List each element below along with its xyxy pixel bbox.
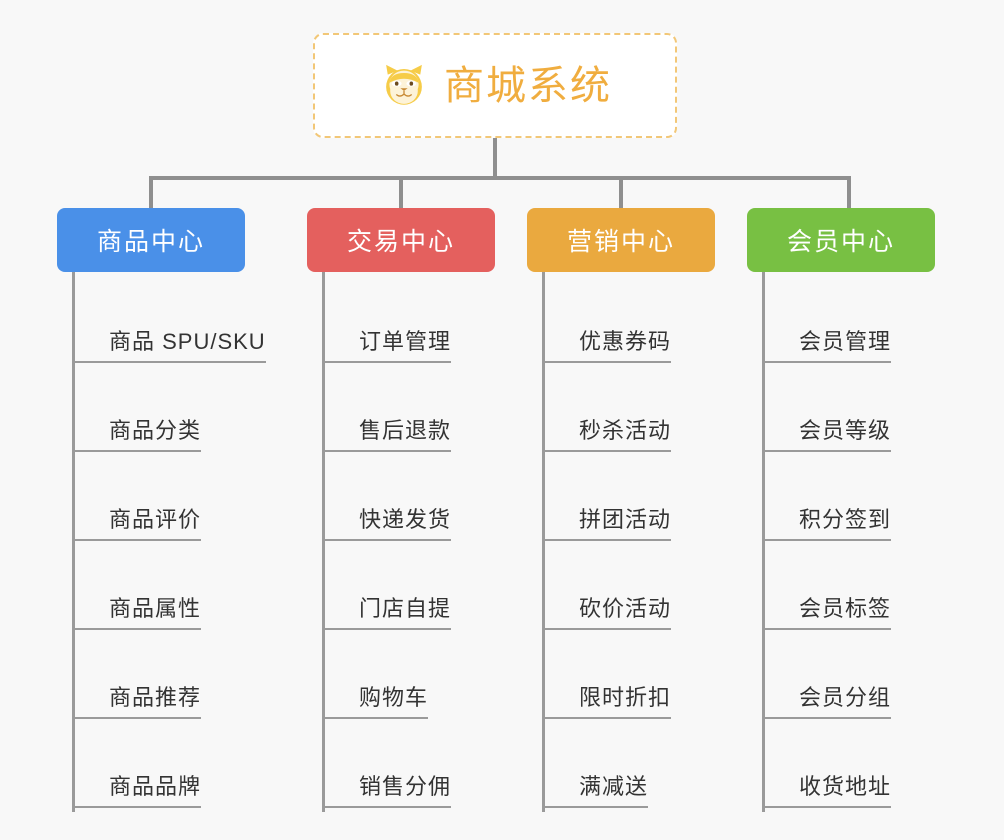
shiba-dog-face-icon: [386, 64, 422, 105]
leaf-label: 购物车: [325, 685, 429, 719]
category-header-label: 会员中心: [786, 228, 895, 256]
leaf-label: 商品品牌: [75, 774, 202, 808]
connector-drop-1: [149, 176, 153, 210]
leaf-label: 商品评价: [75, 507, 202, 541]
category-header-label: 交易中心: [346, 228, 455, 256]
list-item[interactable]: 购物车: [325, 634, 507, 723]
leaf-label: 快递发货: [325, 507, 452, 541]
list-item[interactable]: 商品评价: [75, 456, 257, 545]
leaf-label: 砍价活动: [545, 596, 672, 630]
leaf-label: 销售分佣: [325, 774, 452, 808]
list-item[interactable]: 会员标签: [765, 545, 947, 634]
leaf-label: 拼团活动: [545, 507, 672, 541]
leaf-label: 门店自提: [325, 596, 452, 630]
list-item[interactable]: 售后退款: [325, 367, 507, 456]
root-node-shop-system[interactable]: 商城系统: [313, 33, 677, 138]
category-header-trade-center[interactable]: 交易中心: [307, 208, 495, 272]
list-item[interactable]: 商品推荐: [75, 634, 257, 723]
leaf-label: 会员管理: [765, 329, 892, 363]
list-item[interactable]: 商品 SPU/SKU: [75, 278, 266, 367]
leaf-list-marketing-center: 优惠券码 秒杀活动 拼团活动 砍价活动 限时折扣 满减送: [542, 272, 727, 812]
list-item[interactable]: 秒杀活动: [545, 367, 727, 456]
leaf-label: 收货地址: [765, 774, 892, 808]
leaf-label: 满减送: [545, 774, 649, 808]
leaf-label: 优惠券码: [545, 329, 672, 363]
list-item[interactable]: 销售分佣: [325, 723, 507, 812]
leaf-label: 秒杀活动: [545, 418, 672, 452]
list-item[interactable]: 积分签到: [765, 456, 947, 545]
list-item[interactable]: 订单管理: [325, 278, 507, 367]
connector-root-stem: [493, 138, 497, 180]
category-header-label: 营销中心: [566, 228, 675, 256]
leaf-label: 商品推荐: [75, 685, 202, 719]
list-item[interactable]: 会员管理: [765, 278, 947, 367]
list-item[interactable]: 会员等级: [765, 367, 947, 456]
connector-drop-2: [399, 176, 403, 210]
category-header-marketing-center[interactable]: 营销中心: [527, 208, 715, 272]
list-item[interactable]: 门店自提: [325, 545, 507, 634]
category-header-label: 商品中心: [96, 228, 205, 256]
list-item[interactable]: 限时折扣: [545, 634, 727, 723]
leaf-list-product-center: 商品 SPU/SKU 商品分类 商品评价 商品属性 商品推荐 商品品牌: [72, 272, 266, 812]
list-item[interactable]: 商品属性: [75, 545, 257, 634]
leaf-label: 会员标签: [765, 596, 892, 630]
leaf-label: 商品属性: [75, 596, 202, 630]
leaf-label: 订单管理: [325, 329, 452, 363]
leaf-label: 商品 SPU/SKU: [75, 329, 266, 363]
connector-drop-3: [619, 176, 623, 210]
list-item[interactable]: 砍价活动: [545, 545, 727, 634]
leaf-list-trade-center: 订单管理 售后退款 快递发货 门店自提 购物车 销售分佣: [322, 272, 507, 812]
category-header-product-center[interactable]: 商品中心: [57, 208, 245, 272]
leaf-label: 会员分组: [765, 685, 892, 719]
list-item[interactable]: 满减送: [545, 723, 727, 812]
leaf-label: 售后退款: [325, 418, 452, 452]
branch-column-member-center: 会员中心 会员管理 会员等级 积分签到 会员标签 会员分组 收货地址: [747, 208, 947, 812]
list-item[interactable]: 商品分类: [75, 367, 257, 456]
leaf-list-member-center: 会员管理 会员等级 积分签到 会员标签 会员分组 收货地址: [762, 272, 947, 812]
branch-column-trade-center: 交易中心 订单管理 售后退款 快递发货 门店自提 购物车 销售分佣: [307, 208, 507, 812]
branch-column-product-center: 商品中心 商品 SPU/SKU 商品分类 商品评价 商品属性 商品推荐 商品品牌: [57, 208, 266, 812]
connector-horizontal-bus: [149, 176, 851, 180]
leaf-label: 限时折扣: [545, 685, 672, 719]
list-item[interactable]: 收货地址: [765, 723, 947, 812]
list-item[interactable]: 商品品牌: [75, 723, 257, 812]
leaf-label: 会员等级: [765, 418, 892, 452]
connector-drop-4: [847, 176, 851, 210]
list-item[interactable]: 拼团活动: [545, 456, 727, 545]
list-item[interactable]: 优惠券码: [545, 278, 727, 367]
list-item[interactable]: 会员分组: [765, 634, 947, 723]
list-item[interactable]: 快递发货: [325, 456, 507, 545]
leaf-label: 商品分类: [75, 418, 202, 452]
branch-column-marketing-center: 营销中心 优惠券码 秒杀活动 拼团活动 砍价活动 限时折扣 满减送: [527, 208, 727, 812]
root-node-title: 商城系统: [444, 63, 612, 108]
category-header-member-center[interactable]: 会员中心: [747, 208, 935, 272]
leaf-label: 积分签到: [765, 507, 892, 541]
